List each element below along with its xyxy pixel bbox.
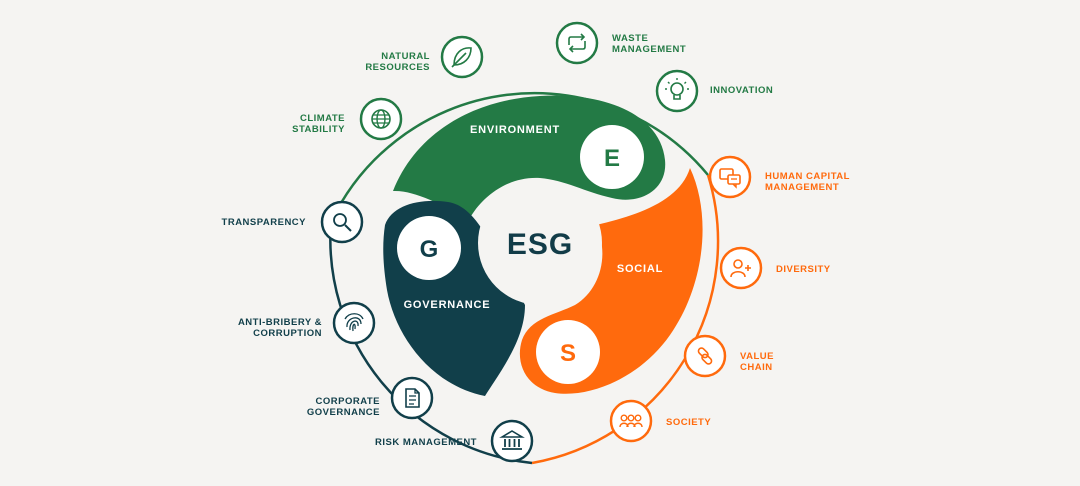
ring-arc-green xyxy=(329,91,709,223)
climate-stability-label: CLIMATE STABILITY xyxy=(292,113,345,135)
globe-icon xyxy=(359,97,403,141)
anti-bribery-label: ANTI-BRIBERY & CORRUPTION xyxy=(237,317,322,339)
innovation-label: INNOVATION xyxy=(710,85,774,96)
governance-letter-circle xyxy=(397,216,461,280)
environment-letter-circle xyxy=(580,125,644,189)
recycle-arrows-icon xyxy=(555,21,599,65)
social-letter-circle xyxy=(536,320,600,384)
diversity-label: DIVERSITY xyxy=(776,264,831,275)
governance-title: GOVERNANCE xyxy=(404,299,491,311)
bank-building-icon xyxy=(490,419,534,463)
governance-letter: G xyxy=(420,236,439,263)
ring-arc-navy xyxy=(329,221,533,465)
chat-bubbles-icon xyxy=(708,155,752,199)
value-chain-label: VALUE CHAIN xyxy=(740,351,774,373)
transparency-label: TRANSPARENCY xyxy=(221,217,306,228)
center-hub xyxy=(478,181,602,305)
corporate-governance-label: CORPORATE GOVERNANCE xyxy=(306,396,380,418)
fingerprint-icon xyxy=(332,301,376,345)
magnifier-icon xyxy=(320,200,364,244)
add-user-icon xyxy=(719,246,763,290)
lightbulb-icon xyxy=(655,69,699,113)
human-capital-label: HUMAN CAPITAL MANAGEMENT xyxy=(765,171,850,193)
center-label: ESG xyxy=(507,228,573,261)
social-title: SOCIAL xyxy=(617,263,663,275)
environment-segment xyxy=(393,95,666,218)
document-icon xyxy=(390,376,434,420)
risk-management-label: RISK MANAGEMENT xyxy=(375,437,477,448)
society-label: SOCIETY xyxy=(666,417,712,428)
environment-title: ENVIRONMENT xyxy=(470,124,560,136)
chain-link-icon xyxy=(683,334,727,378)
environment-letter: E xyxy=(604,145,620,172)
social-letter: S xyxy=(560,340,576,367)
waste-management-label: WASTE MANAGEMENT xyxy=(612,33,687,55)
people-group-icon xyxy=(609,399,653,443)
natural-resources-label: NATURAL RESOURCES xyxy=(365,51,430,73)
leaf-icon xyxy=(440,35,484,79)
